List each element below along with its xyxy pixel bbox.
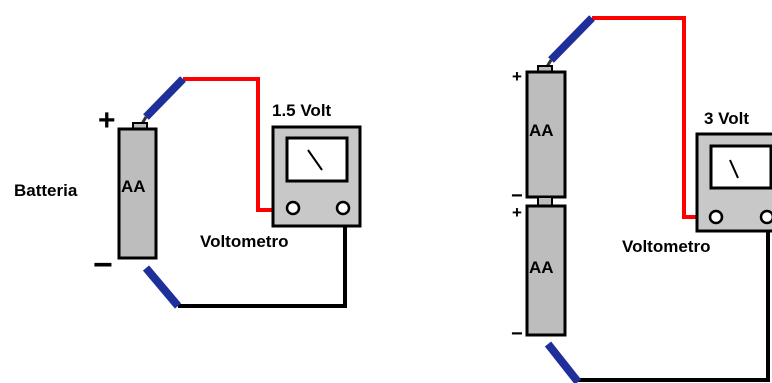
right-top-battery-minus: − — [511, 185, 523, 207]
left-voltmeter-needle — [307, 149, 323, 171]
right-voltmeter-face — [709, 144, 772, 190]
left-negative-wire — [178, 210, 347, 308]
left-voltmeter — [271, 125, 362, 228]
right-voltmeter-label: Voltometro — [622, 237, 710, 256]
right-positive-lead — [548, 15, 595, 63]
right-bottom-battery-cell-label: AA — [529, 258, 554, 277]
right-positive-wire — [592, 16, 708, 219]
left-voltmeter-reading: 1.5 Volt — [272, 101, 332, 120]
left-voltmeter-face — [285, 136, 349, 183]
right-bottom-battery-plus: + — [512, 203, 522, 222]
left-battery-cell-label: AA — [121, 177, 146, 196]
left-circuit: AA + − Batteria 1.5 Volt Voltometro — [14, 76, 362, 309]
right-voltmeter-terminal-positive — [708, 209, 724, 225]
left-positive-lead — [143, 76, 186, 120]
right-negative-lead — [544, 341, 582, 383]
left-battery-label: Batteria — [14, 181, 78, 200]
left-battery-body — [117, 127, 158, 260]
right-voltmeter-reading: 3 Volt — [704, 109, 749, 128]
right-negative-wire — [578, 222, 770, 382]
right-top-battery-cell-label: AA — [529, 121, 554, 140]
right-voltmeter-terminal-negative — [759, 209, 772, 225]
left-voltmeter-terminal-negative — [335, 200, 351, 216]
right-circuit: AA + − AA + − 3 Volt Voltometro — [511, 15, 772, 383]
left-battery-plus: + — [98, 104, 116, 137]
left-voltmeter-terminal-positive — [285, 200, 301, 216]
right-top-battery-body — [525, 70, 567, 199]
right-bottom-battery-minus: − — [511, 323, 523, 345]
left-negative-lead — [142, 265, 182, 309]
left-voltmeter-label: Voltometro — [200, 232, 288, 251]
right-voltmeter — [695, 132, 772, 233]
right-bottom-battery-body — [525, 204, 567, 337]
right-voltmeter-needle — [729, 159, 739, 179]
left-battery-minus: − — [93, 246, 113, 284]
right-top-battery-plus: + — [512, 67, 522, 86]
